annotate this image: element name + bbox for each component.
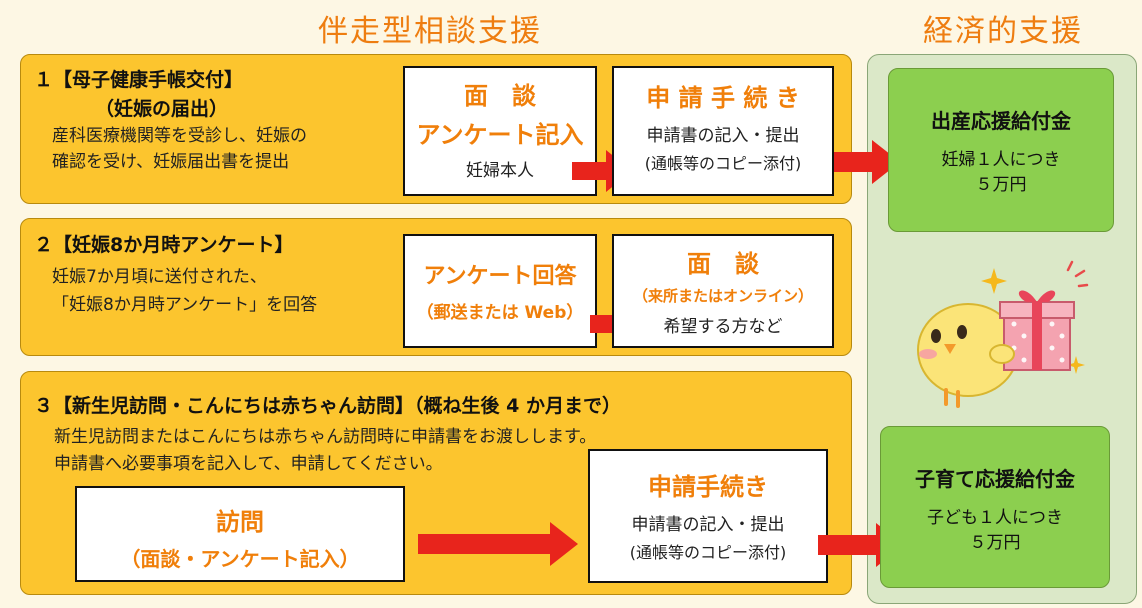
child-benefit-per: 子ども１人につき (927, 508, 1063, 528)
step1-desc-line2: 確認を受け、妊娠届出書を提出 (52, 152, 290, 172)
step2-survey-label: アンケート回答 (423, 264, 577, 289)
arrow-right-icon (834, 140, 900, 184)
step1-subtitle: （妊娠の届出） (95, 98, 229, 120)
step2-survey-box: アンケート回答 （郵送または Web） (403, 234, 597, 348)
arrow-right-icon (418, 522, 578, 566)
birth-benefit-box: 出産応援給付金 妊婦１人につき ５万円 (888, 68, 1114, 232)
sparkle-icon (981, 268, 1085, 374)
consult-support-header: 伴走型相談支援 (318, 14, 542, 49)
step3-desc-line2: 申請書へ必要事項を記入して、申請してください。 (54, 454, 443, 474)
step2-title: ２【妊娠8か月時アンケート】 (34, 234, 294, 256)
step1-application-box: 申 請 手 続 き 申請書の記入・提出 (通帳等のコピー添付) (612, 66, 834, 196)
child-benefit-box: 子育て応援給付金 子ども１人につき ５万円 (880, 426, 1110, 588)
step2-desc-line1: 妊娠7か月頃に送付された、 (52, 267, 267, 287)
step2-survey-method: （郵送または Web） (416, 303, 584, 323)
step3-application-title: 申請手続き (648, 473, 768, 501)
economic-support-header: 経済的支援 (923, 14, 1083, 49)
step3-visit-label: 訪問 (216, 508, 264, 536)
step1-application-line2: (通帳等のコピー添付) (644, 154, 802, 173)
child-benefit-title: 子育て応援給付金 (915, 467, 1075, 491)
child-benefit-amount: ５万円 (969, 533, 1021, 553)
step1-desc-line1: 産科医療機関等を受診し、妊娠の (52, 126, 307, 146)
step3-title: ３【新生児訪問・こんにちは赤ちゃん訪問】（概ね生後 4 か月まで） (34, 395, 621, 417)
birth-benefit-amount: ５万円 (975, 175, 1027, 195)
step2-interview-method: （来所またはオンライン） (632, 287, 813, 305)
birth-benefit-per: 妊婦１人につき (941, 150, 1061, 170)
step3-application-line2: (通帳等のコピー添付) (629, 543, 787, 562)
step3-application-line1: 申請書の記入・提出 (631, 515, 785, 535)
step3-visit-box: 訪問 （面談・アンケート記入） (75, 486, 405, 582)
step1-target-label: 妊婦本人 (466, 161, 534, 181)
step2-interview-title: 面 談 (687, 250, 759, 278)
step1-survey-label: アンケート記入 (416, 121, 584, 149)
step1-application-line1: 申請書の記入・提出 (646, 126, 800, 146)
step2-interview-box: 面 談 （来所またはオンライン） 希望する方など (612, 234, 834, 348)
step2-interview-target: 希望する方など (663, 317, 783, 337)
step1-title: １【母子健康手帳交付】 (34, 69, 244, 91)
step3-desc-line1: 新生児訪問またはこんにちは赤ちゃん訪問時に申請書をお渡しします。 (54, 427, 597, 447)
step1-interview-box: 面 談 アンケート記入 妊婦本人 (403, 66, 597, 196)
step1-application-title: 申 請 手 続 き (646, 84, 800, 112)
step2-desc-line2: 「妊娠8か月時アンケート」を回答 (52, 295, 318, 315)
birth-benefit-title: 出産応援給付金 (931, 109, 1071, 133)
chick-with-gift-icon (906, 258, 1106, 422)
step1-interview-label: 面 談 (464, 82, 536, 110)
step3-application-box: 申請手続き 申請書の記入・提出 (通帳等のコピー添付) (588, 449, 828, 583)
step3-visit-detail: （面談・アンケート記入） (120, 547, 360, 571)
